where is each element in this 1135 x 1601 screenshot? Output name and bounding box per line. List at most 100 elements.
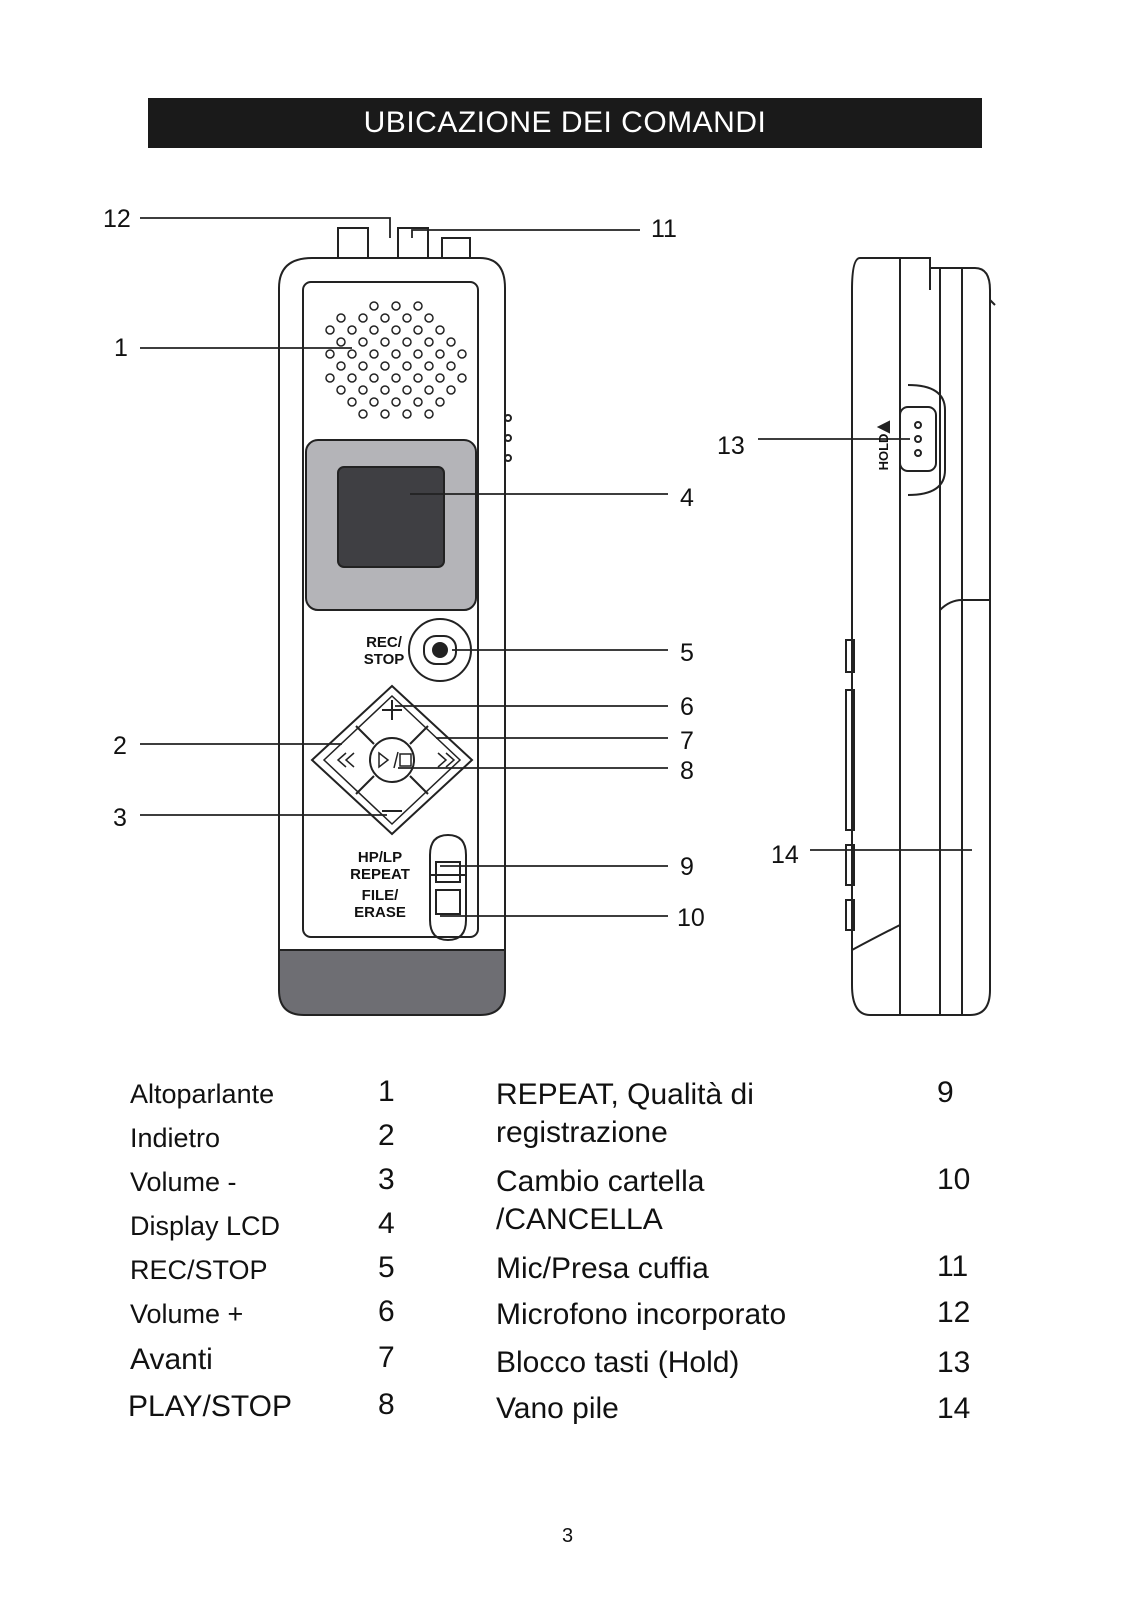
speaker-hole	[402, 409, 412, 419]
legend-name-6: Volume +	[130, 1299, 244, 1329]
speaker-hole	[435, 349, 445, 359]
callout-2: 2	[113, 732, 127, 760]
speaker-hole	[391, 373, 401, 383]
legend-name-13: Blocco tasti (Hold)	[496, 1346, 740, 1379]
callout-5: 5	[680, 639, 694, 667]
speaker-hole	[358, 385, 368, 395]
callout-7: 7	[680, 727, 694, 755]
page-number: 3	[561, 1525, 574, 1547]
callout-6: 6	[680, 693, 694, 721]
speaker-hole	[358, 361, 368, 371]
legend-num-2: 2	[378, 1119, 395, 1152]
speaker-hole	[369, 373, 379, 383]
section-title: UBICAZIONE DEI COMANDI	[148, 98, 982, 148]
speaker-hole	[391, 301, 401, 311]
callout-4: 4	[680, 484, 694, 512]
legend-num-14: 14	[937, 1392, 971, 1425]
speaker-hole	[435, 373, 445, 383]
legend-num-13: 13	[937, 1346, 971, 1379]
rewind-icon[interactable]	[336, 752, 355, 768]
dpad	[310, 684, 474, 836]
speaker-hole	[413, 301, 423, 311]
speaker-hole	[380, 409, 390, 419]
speaker-hole	[424, 409, 434, 419]
speaker-hole	[369, 349, 379, 359]
speaker-hole	[325, 373, 335, 383]
speaker-hole	[402, 337, 412, 347]
hplp-label-line2: REPEAT	[350, 866, 410, 883]
legend-name-5: REC/STOP	[130, 1255, 268, 1285]
legend-name-8: PLAY/STOP	[128, 1390, 292, 1423]
speaker-hole	[424, 385, 434, 395]
speaker-hole	[435, 325, 445, 335]
speaker-hole	[325, 349, 335, 359]
callout-11: 11	[651, 215, 677, 243]
speaker-hole	[358, 337, 368, 347]
speaker-hole	[380, 385, 390, 395]
hold-label: HOLD	[876, 434, 891, 471]
legend-name-9-line2: registrazione	[496, 1115, 668, 1149]
legend-name-9: REPEAT, Qualità di registrazione	[496, 1076, 754, 1151]
callout-13: 13	[717, 432, 745, 460]
speaker-hole	[347, 397, 357, 407]
legend-name-10-line2: /CANCELLA	[496, 1202, 663, 1236]
legend-num-10: 10	[937, 1163, 971, 1196]
mic-jack-icon	[337, 227, 369, 259]
legend-name-11: Mic/Presa cuffia	[496, 1252, 709, 1285]
legend-num-12: 12	[937, 1296, 971, 1329]
legend-num-11: 11	[937, 1250, 969, 1283]
speaker-hole	[369, 301, 379, 311]
legend-num-1: 1	[378, 1075, 395, 1108]
legend-num-9: 9	[937, 1076, 954, 1109]
callout-9: 9	[680, 853, 694, 881]
speaker-grille-icon	[325, 301, 467, 419]
legend-name-2: Indietro	[130, 1123, 221, 1153]
callout-3: 3	[113, 804, 127, 832]
speaker-hole	[325, 325, 335, 335]
file-erase-button[interactable]	[429, 874, 467, 942]
play-stop-button[interactable]	[369, 737, 415, 783]
file-label-line2: ERASE	[354, 904, 406, 921]
legend-name-1: Altoparlante	[130, 1079, 275, 1109]
legend-name-10: Cambio cartella /CANCELLA	[496, 1163, 704, 1238]
speaker-hole	[336, 313, 346, 323]
speaker-hole	[446, 361, 456, 371]
legend-num-3: 3	[378, 1163, 395, 1196]
callout-10: 10	[677, 904, 705, 932]
speaker-hole	[424, 337, 434, 347]
legend-name-4: Display LCD	[130, 1211, 281, 1241]
legend-name-14: Vano pile	[496, 1392, 619, 1425]
callout-12: 12	[103, 205, 131, 233]
play-icon	[378, 751, 390, 769]
speaker-hole	[369, 397, 379, 407]
legend-num-4: 4	[378, 1207, 395, 1240]
hp-lp-repeat-button[interactable]	[429, 833, 467, 876]
legend-num-5: 5	[378, 1251, 395, 1284]
speaker-hole	[336, 385, 346, 395]
legend-name-7: Avanti	[130, 1343, 213, 1376]
legend-name-10-line1: Cambio cartella	[496, 1165, 705, 1198]
speaker-hole	[413, 373, 423, 383]
speaker-hole	[380, 361, 390, 371]
speaker-hole	[391, 397, 401, 407]
speaker-hole	[380, 313, 390, 323]
stop-icon	[399, 753, 412, 767]
speaker-hole	[347, 373, 357, 383]
speaker-hole	[391, 325, 401, 335]
speaker-hole	[424, 313, 434, 323]
speaker-hole	[347, 349, 357, 359]
speaker-hole	[336, 361, 346, 371]
fast-forward-icon[interactable]	[437, 752, 456, 768]
speaker-hole	[446, 337, 456, 347]
speaker-hole	[424, 361, 434, 371]
speaker-hole	[347, 325, 357, 335]
speaker-hole	[402, 313, 412, 323]
legend-num-7: 7	[378, 1341, 395, 1374]
file-label-line1: FILE/	[362, 887, 399, 904]
hold-arrow-icon	[876, 420, 890, 434]
hold-switch[interactable]	[907, 384, 946, 496]
legend-name-3: Volume -	[130, 1167, 237, 1197]
speaker-hole	[358, 313, 368, 323]
headphone-jack-icon	[397, 227, 429, 259]
speaker-hole	[435, 397, 445, 407]
